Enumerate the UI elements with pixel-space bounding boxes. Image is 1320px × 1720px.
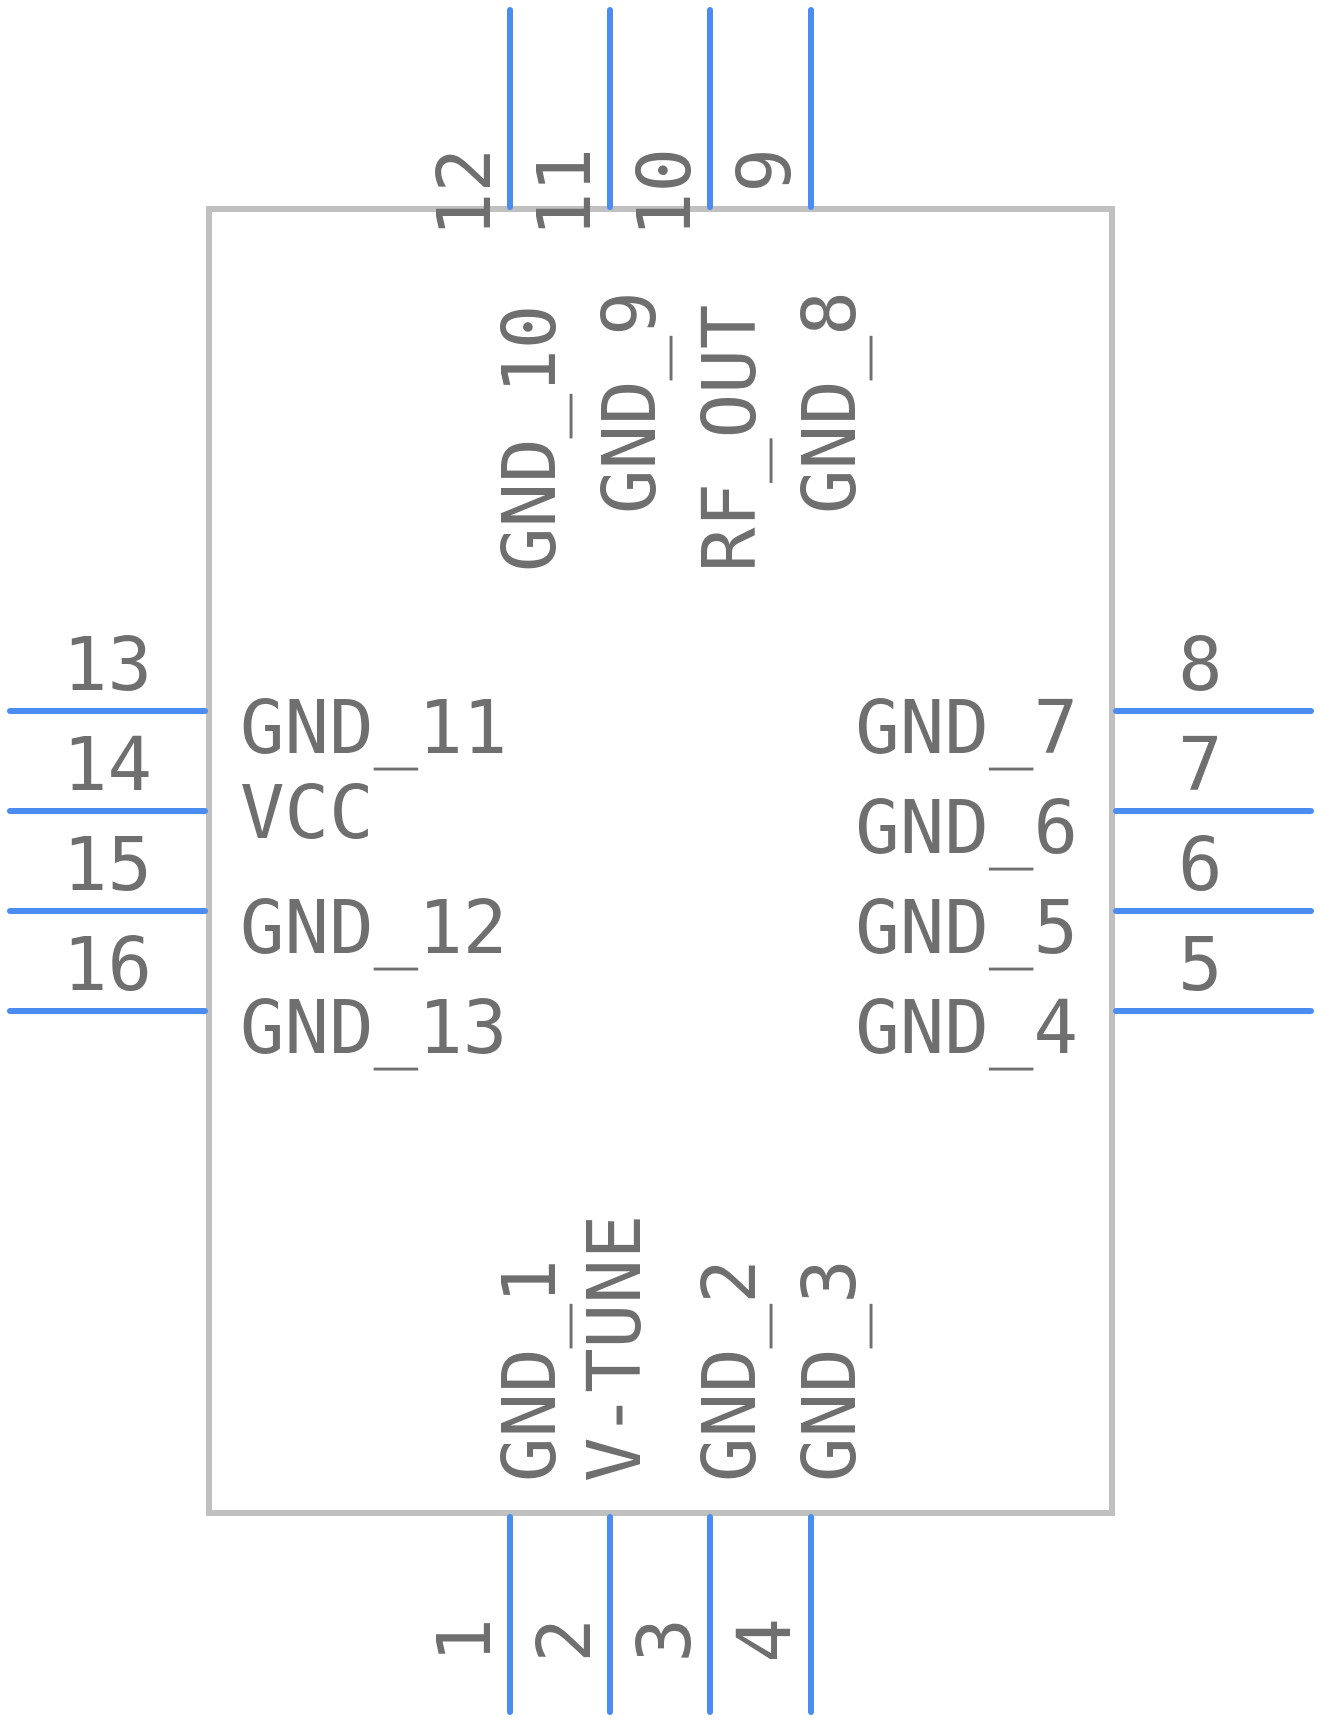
pin-name-left-3: GND_13 [240, 985, 507, 1071]
pin-name-top-3: GND_8 [787, 291, 873, 514]
pin-number-right-3: 5 [1178, 922, 1223, 1008]
component-body [206, 206, 1115, 1516]
pin-name-right-2: GND_5 [855, 885, 1078, 971]
pin-name-bottom-3: GND_3 [787, 1259, 873, 1482]
pin-name-left-0: GND_11 [240, 685, 507, 771]
pin-name-right-3: GND_4 [855, 985, 1078, 1071]
pin-number-top-3: 9 [722, 148, 808, 193]
pin-number-bottom-1: 2 [522, 1618, 608, 1663]
pin-number-bottom-2: 3 [622, 1618, 708, 1663]
pin-name-left-1: VCC [240, 770, 374, 856]
pin-number-top-1: 11 [522, 148, 608, 237]
bottom-pins: 1 2 3 4 GND_1 V-TUNE GND_2 GND_3 [422, 1215, 873, 1715]
pin-name-bottom-2: GND_2 [687, 1259, 773, 1482]
pin-number-left-1: 14 [63, 722, 152, 808]
pin-number-left-0: 13 [63, 622, 152, 708]
pin-name-top-2: RF_OUT [687, 305, 773, 572]
pin-number-top-0: 12 [422, 148, 508, 237]
pin-number-right-2: 6 [1178, 822, 1223, 908]
pin-number-right-1: 7 [1178, 722, 1223, 808]
left-pins: 13 14 15 16 GND_11 VCC GND_12 GND_13 [7, 622, 507, 1071]
pin-number-bottom-0: 1 [422, 1618, 508, 1663]
pin-number-left-2: 15 [63, 822, 152, 908]
pin-number-right-0: 8 [1178, 622, 1223, 708]
pin-number-left-3: 16 [63, 922, 152, 1008]
pin-name-top-0: GND_10 [487, 305, 573, 572]
pin-number-bottom-3: 4 [722, 1618, 808, 1663]
pin-name-top-1: GND_9 [587, 291, 673, 514]
pin-name-right-1: GND_6 [855, 785, 1078, 871]
pin-name-bottom-1: V-TUNE [572, 1215, 658, 1482]
pin-name-bottom-0: GND_1 [487, 1259, 573, 1482]
pin-number-top-2: 10 [622, 148, 708, 237]
pin-name-left-2: GND_12 [240, 885, 507, 971]
right-pins: 8 7 6 5 GND_7 GND_6 GND_5 GND_4 [855, 622, 1314, 1071]
pin-name-right-0: GND_7 [855, 685, 1078, 771]
top-pins: 12 11 10 9 GND_10 GND_9 RF_OUT GND_8 [422, 7, 873, 572]
